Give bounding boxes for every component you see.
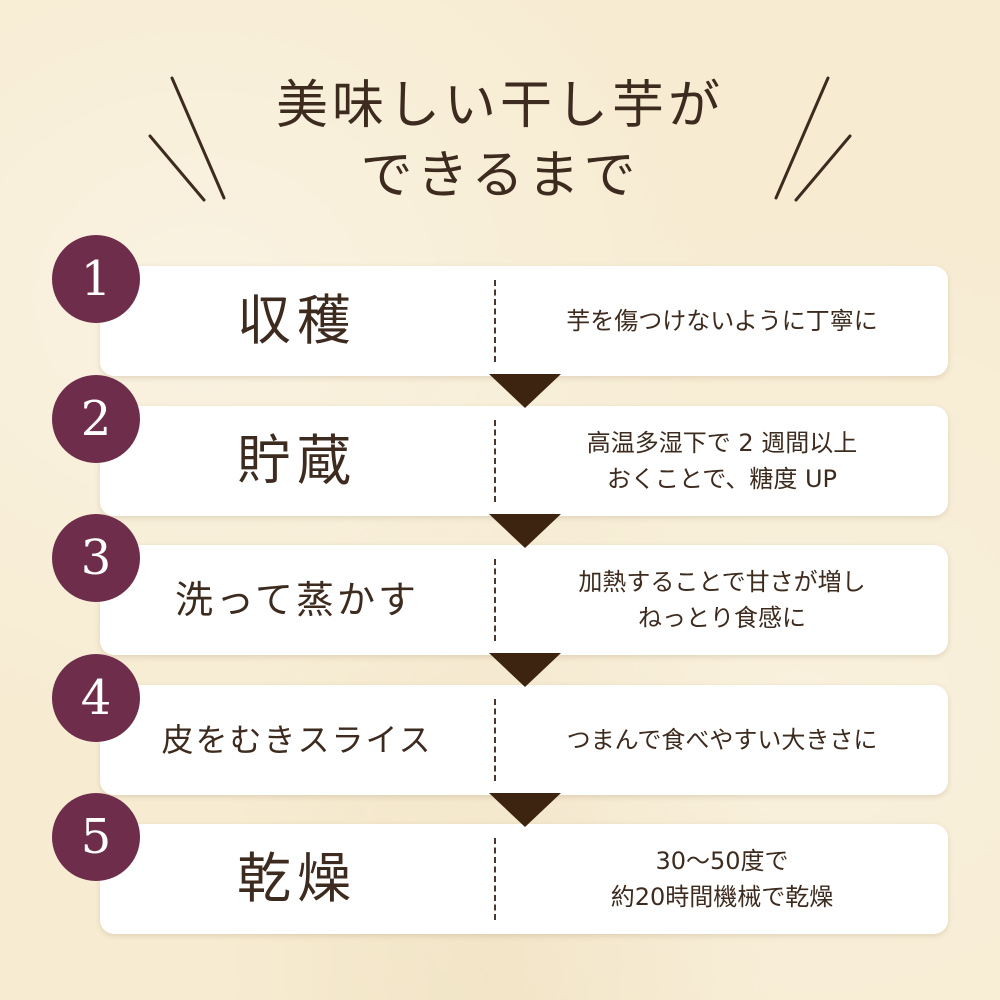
step-number-badge: 4 (52, 654, 140, 742)
step-description: つまんで食べやすい大きさに (496, 685, 948, 795)
step-name: 皮をむきスライス (161, 721, 433, 759)
step-description-line: 加熱することで甘さが増し (578, 568, 866, 596)
dashed-divider (494, 280, 496, 362)
step-name: 収穫 (237, 289, 357, 352)
step-description-line: おくことで、糖度 UP (607, 465, 837, 493)
step-name: 洗って蒸かす (174, 578, 420, 622)
step-number-badge: 5 (52, 793, 140, 881)
step-name: 乾燥 (237, 847, 357, 910)
decor-line-right-long (774, 76, 830, 200)
step-description: 加熱することで甘さが増し ねっとり食感に (496, 545, 948, 655)
step-description: 芋を傷つけないように丁寧に (496, 266, 948, 376)
step-number-badge: 1 (52, 235, 140, 323)
step-card-storage: 貯蔵 高温多湿下で 2 週間以上 おくことで、糖度 UP (100, 406, 948, 516)
title-decoration (148, 76, 852, 202)
decor-line-left-long (170, 76, 226, 200)
step-card-dry: 乾燥 30～50度で 約20時間機械で乾燥 (100, 824, 948, 934)
step-number-badge: 3 (52, 514, 140, 602)
dashed-divider (494, 420, 496, 502)
down-arrow-icon (489, 514, 561, 548)
decor-line-right-short (794, 134, 852, 202)
step-description-line: 高温多湿下で 2 週間以上 (586, 429, 858, 457)
step-description-line: つまんで食べやすい大きさに (566, 726, 878, 754)
down-arrow-icon (489, 793, 561, 827)
step-description: 高温多湿下で 2 週間以上 おくことで、糖度 UP (496, 406, 948, 516)
page-title-line-2: できるまで (360, 146, 640, 206)
dashed-divider (494, 559, 496, 641)
step-description-line: 30～50度で (655, 847, 789, 875)
step-number-badge: 2 (52, 375, 140, 463)
step-name: 貯蔵 (237, 429, 357, 492)
decor-line-left-short (148, 134, 206, 202)
step-description-line: ねっとり食感に (638, 604, 806, 632)
dashed-divider (494, 699, 496, 781)
step-description: 30～50度で 約20時間機械で乾燥 (496, 824, 948, 934)
down-arrow-icon (489, 374, 561, 408)
step-card-harvest: 収穫 芋を傷つけないように丁寧に (100, 266, 948, 376)
step-card-wash-steam: 洗って蒸かす 加熱することで甘さが増し ねっとり食感に (100, 545, 948, 655)
step-description-line: 約20時間機械で乾燥 (610, 883, 834, 911)
step-card-peel-slice: 皮をむきスライス つまんで食べやすい大きさに (100, 685, 948, 795)
down-arrow-icon (489, 653, 561, 687)
page-title-line-1: 美味しい干し芋が (275, 76, 724, 136)
step-description-line: 芋を傷つけないように丁寧に (566, 307, 878, 335)
dashed-divider (494, 838, 496, 920)
